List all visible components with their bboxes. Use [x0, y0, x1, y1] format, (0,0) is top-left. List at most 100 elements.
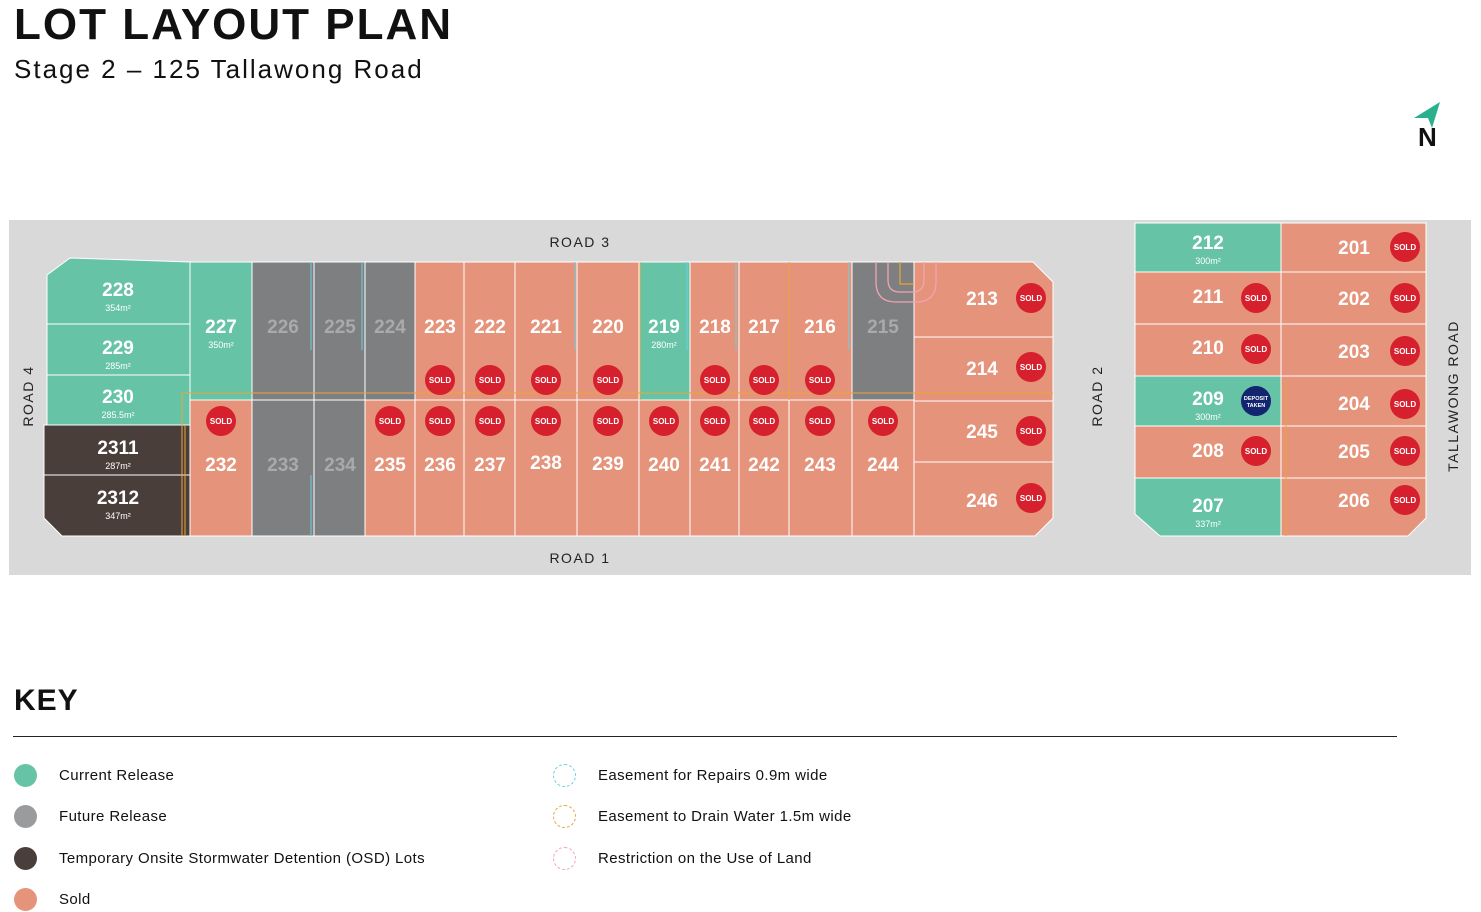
lot-number: 2311: [97, 438, 139, 459]
lot-number: 235: [374, 455, 406, 476]
lot-number: 234: [324, 455, 356, 476]
road-1-label: ROAD 1: [549, 550, 610, 566]
sold-badge: [1390, 232, 1420, 262]
sold-badge: [649, 406, 679, 436]
lot-2312[interactable]: [43, 474, 191, 537]
key-label: Easement to Drain Water 1.5m wide: [598, 807, 852, 825]
sold-badge: [425, 406, 455, 436]
sold-badge-text: SOLD: [1394, 243, 1416, 252]
lot-226[interactable]: [251, 261, 315, 401]
lot-number: 246: [966, 491, 998, 512]
sold-badge-text: SOLD: [379, 417, 401, 426]
sold-badge-text: SOLD: [535, 376, 557, 385]
page-title: LOT LAYOUT PLAN: [14, 0, 454, 49]
lot-234[interactable]: [313, 399, 366, 537]
sold-badge: [531, 365, 561, 395]
sold-badge-text: SOLD: [1394, 294, 1416, 303]
lot-number: 223: [424, 317, 456, 338]
deposit-taken-badge: [1241, 386, 1271, 416]
lot-number: 238: [530, 453, 562, 474]
lot-number: 205: [1338, 442, 1370, 463]
sold-badge: [700, 406, 730, 436]
lot-number: 218: [699, 317, 731, 338]
sold-badge-text: SOLD: [872, 417, 894, 426]
lot-number: 239: [592, 454, 624, 475]
lot-number: 236: [424, 455, 456, 476]
lot-number: 209: [1192, 389, 1224, 410]
sold-badge-text: SOLD: [1394, 347, 1416, 356]
tallawong-road-label: TALLAWONG ROAD: [1445, 320, 1461, 472]
sold-badge: [1390, 283, 1420, 313]
sold-badge: [805, 406, 835, 436]
lot-230[interactable]: [46, 374, 191, 426]
lot-area: 287m²: [105, 461, 131, 471]
lot-246[interactable]: [913, 461, 1054, 537]
lot-207[interactable]: [1134, 477, 1282, 537]
lot-number: 207: [1192, 496, 1224, 517]
deposit-badge-text: TAKEN: [1247, 403, 1266, 409]
sold-badge: [1241, 436, 1271, 466]
lot-2311[interactable]: [43, 424, 191, 476]
lot-number: 244: [867, 455, 899, 476]
lot-number: 227: [205, 317, 237, 338]
lot-232[interactable]: [189, 399, 253, 537]
sold-badge: [375, 406, 405, 436]
key-title: KEY: [14, 684, 79, 717]
sold-badge-text: SOLD: [1020, 427, 1042, 436]
sold-badge-text: SOLD: [1020, 294, 1042, 303]
lot-number: 232: [205, 455, 237, 476]
sold-badge-text: SOLD: [479, 376, 501, 385]
restriction-swatch: [553, 846, 576, 870]
lot-number: 216: [804, 317, 836, 338]
lot-number: 202: [1338, 289, 1370, 310]
key-label: Easement for Repairs 0.9m wide: [598, 766, 828, 784]
sold-badge: [1390, 336, 1420, 366]
lot-area: 354m²: [105, 303, 131, 313]
lot-number: 228: [102, 280, 134, 301]
sold-swatch: [14, 887, 37, 911]
sold-badge-text: SOLD: [210, 417, 232, 426]
easement-repairs-swatch: [553, 763, 576, 787]
lot-224[interactable]: [364, 261, 416, 401]
lot-number: 203: [1338, 342, 1370, 363]
lot-227[interactable]: [189, 261, 253, 401]
north-label: N: [1418, 122, 1437, 152]
lot-233[interactable]: [251, 399, 315, 537]
sold-badge: [593, 365, 623, 395]
lot-number: 224: [374, 317, 406, 338]
sold-badge: [531, 406, 561, 436]
lot-219[interactable]: [638, 261, 691, 401]
sold-badge-text: SOLD: [1245, 447, 1267, 456]
lot-number: 215: [867, 317, 899, 338]
road-3-label: ROAD 3: [549, 234, 610, 250]
key-item-sold: Sold: [14, 886, 91, 912]
sold-badge-text: SOLD: [704, 376, 726, 385]
key-label: Restriction on the Use of Land: [598, 849, 812, 867]
lot-number: 230: [102, 387, 134, 408]
key-divider: [13, 736, 1397, 737]
lot-215[interactable]: [851, 261, 915, 401]
lot-212[interactable]: [1134, 222, 1282, 273]
key-label: Temporary Onsite Stormwater Detention (O…: [59, 849, 425, 867]
sold-badge-text: SOLD: [429, 376, 451, 385]
lot-area: 350m²: [208, 340, 234, 350]
lot-area: 300m²: [1195, 256, 1221, 266]
lot-number: 206: [1338, 491, 1370, 512]
sold-badge-text: SOLD: [753, 376, 775, 385]
road-2-label: ROAD 2: [1089, 365, 1105, 426]
sold-badge-text: SOLD: [704, 417, 726, 426]
lot-number: 245: [966, 422, 998, 443]
sold-badge-text: SOLD: [753, 417, 775, 426]
lot-number: 217: [748, 317, 780, 338]
sold-badge: [1390, 389, 1420, 419]
lot-number: 226: [267, 317, 299, 338]
lot-area: 347m²: [105, 511, 131, 521]
sold-badge-text: SOLD: [653, 417, 675, 426]
lot-213[interactable]: [913, 261, 1054, 338]
sold-badge: [425, 365, 455, 395]
lot-number: 240: [648, 455, 680, 476]
sold-badge: [475, 365, 505, 395]
lot-206[interactable]: [1280, 477, 1427, 537]
current-release-swatch: [14, 763, 37, 787]
